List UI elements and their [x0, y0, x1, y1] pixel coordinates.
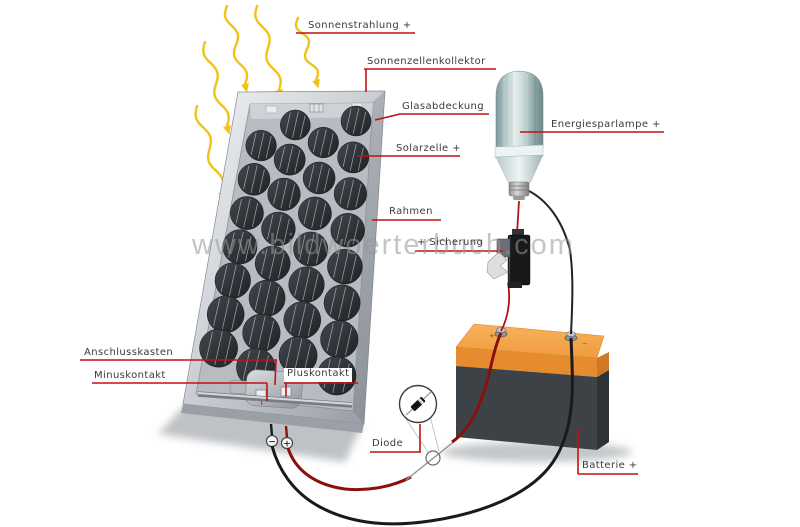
solar-cell	[206, 295, 245, 334]
sun-ray-arrowhead	[312, 78, 320, 89]
magnifier-cone-line	[429, 415, 440, 452]
label-minuskontakt: Minuskontakt	[94, 370, 166, 381]
diode-component	[410, 396, 426, 412]
sun-ray	[223, 4, 249, 86]
solar-cell	[283, 301, 322, 339]
solar-cell	[288, 266, 325, 303]
magnifier-cone-line	[405, 418, 429, 453]
solar-cell	[333, 177, 367, 211]
label-sonnenstrahlung[interactable]: Sonnenstrahlung +	[308, 20, 412, 31]
sun-ray	[254, 4, 282, 92]
solar-cell	[222, 229, 258, 265]
label-sonnenzellenkollektor: Sonnenzellenkollektor	[367, 56, 486, 67]
battery: + −	[455, 323, 609, 450]
wire-black-panel-to-battery	[270, 337, 574, 526]
solar-cell	[302, 161, 336, 195]
wire-red-diode-to-battery	[451, 332, 503, 444]
leader-sonnenzellenkollektor	[364, 68, 496, 92]
panel-clip-center	[309, 103, 324, 113]
solar-cell	[261, 211, 296, 247]
label-solarzelle[interactable]: Solarzelle +	[396, 143, 461, 154]
solar-cell	[323, 284, 361, 322]
panel-plus-terminal: +	[280, 425, 294, 450]
solar-cell	[199, 328, 238, 368]
fuse-clamp	[486, 251, 509, 280]
wire-red-panel-to-diode	[286, 447, 412, 492]
leader-pluskontakt	[284, 382, 358, 396]
fuse-bottom-connector	[508, 282, 522, 288]
solar-cell	[267, 177, 301, 211]
solar-cell	[214, 262, 251, 299]
fuse	[486, 229, 531, 288]
sun-ray	[194, 104, 225, 194]
solar-cell	[298, 196, 332, 231]
diode-lead-wire	[405, 439, 457, 481]
battery-minus-mark: −	[582, 340, 588, 348]
lamp-cone	[495, 154, 544, 185]
plus-symbol: +	[283, 440, 291, 450]
solar-cell	[307, 126, 339, 159]
lamp-band	[494, 144, 544, 159]
panel-frame-right-shade	[353, 91, 385, 424]
diode-inline-circle	[425, 450, 441, 466]
wire-black-lamp-to-battery	[526, 189, 574, 335]
solar-cell	[280, 109, 311, 141]
leader-glasabdeckung	[374, 113, 489, 121]
solar-cell	[237, 163, 271, 196]
label-diode: Diode	[372, 438, 404, 449]
leader-lines	[80, 32, 664, 475]
label-anschlusskasten: Anschlusskasten	[84, 347, 174, 358]
solar-panel	[181, 90, 386, 433]
solar-cell	[230, 196, 264, 230]
label-sicherung[interactable]: + Sicherung	[417, 237, 484, 248]
leader-batterie	[577, 428, 638, 475]
lamp-screw-base	[508, 181, 530, 200]
watermark: www.bildwoerterbuch.com	[192, 229, 575, 261]
panel-frame-bottom-side	[181, 404, 364, 433]
sun-ray-arrowhead	[241, 83, 249, 93]
diode-magnifier	[398, 384, 440, 453]
label-energiesparlampe[interactable]: Energiesparlampe +	[551, 119, 661, 130]
label-rahmen: Rahmen	[389, 206, 433, 217]
label-pluskontakt: Pluskontakt	[284, 368, 353, 382]
lamp-body	[495, 70, 544, 151]
solar-cell-grid	[199, 105, 372, 396]
sun-ray	[202, 40, 230, 128]
mounting-rail	[197, 391, 353, 408]
solar-cell	[278, 336, 318, 375]
solar-cell	[273, 143, 306, 176]
solar-cell	[330, 213, 365, 248]
battery-front-bevel	[456, 347, 597, 377]
energy-saving-lamp	[494, 70, 544, 200]
solar-cell	[337, 141, 370, 174]
fuse-top-connector	[512, 229, 524, 237]
solar-cell	[245, 130, 277, 162]
panel-clip-left	[265, 105, 278, 114]
label-batterie[interactable]: Batterie +	[582, 460, 638, 471]
solar-cell	[248, 279, 286, 317]
wire-red-fuse-to-battery	[500, 282, 511, 332]
solar-cell	[340, 105, 372, 137]
solar-cell	[293, 231, 329, 267]
leader-anschlusskasten	[80, 359, 277, 386]
leader-diode	[370, 424, 421, 453]
sun-ray	[294, 16, 320, 82]
wire-red-lamp-to-fuse	[516, 200, 520, 235]
battery-right-face	[597, 370, 609, 450]
battery-front-face	[456, 366, 597, 450]
label-glasabdeckung: Glasabdeckung	[402, 101, 485, 112]
solar-cell	[327, 248, 363, 285]
minus-symbol: −	[268, 438, 276, 448]
battery-plus-mark: +	[489, 332, 495, 340]
sun-ray-arrowhead	[223, 124, 231, 135]
solar-cell	[320, 320, 359, 359]
leader-minuskontakt	[92, 382, 268, 401]
battery-right-bevel	[597, 352, 609, 377]
solar-cell	[242, 313, 281, 352]
